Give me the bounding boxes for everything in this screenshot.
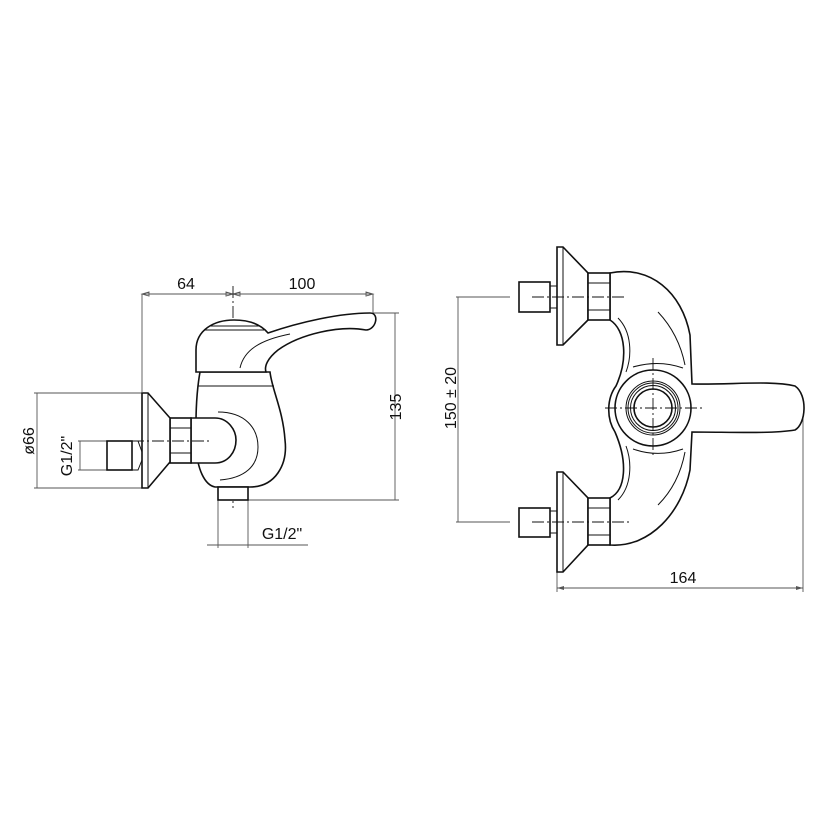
dim-label-outlet-thread: G1/2"	[262, 526, 302, 543]
dim-label-o66: ø66	[21, 427, 38, 455]
outlet-connector	[217, 486, 249, 501]
dim-64-100	[140, 291, 375, 392]
inlet-pipe-stub	[106, 440, 133, 471]
mixer-body-top	[607, 270, 805, 546]
dim-outlet-thread	[207, 500, 308, 548]
dim-label-inlet-thread: G1/2"	[59, 436, 76, 476]
bottom-inlet	[518, 471, 632, 573]
dim-label-150: 150 ± 20	[443, 367, 460, 429]
top-inlet	[518, 246, 624, 346]
inlet-nut	[169, 417, 192, 464]
inlet-elbow	[190, 417, 237, 464]
dim-o66	[34, 392, 142, 489]
dim-135	[248, 312, 399, 501]
dim-label-100: 100	[289, 276, 316, 293]
dim-label-64: 64	[177, 276, 195, 293]
side-view: 64 100 135 ø66 G1/2"	[21, 276, 405, 548]
lever-handle	[195, 312, 377, 373]
dim-label-135: 135	[388, 394, 405, 421]
wall-flange	[141, 392, 171, 489]
dim-164	[556, 415, 804, 592]
dim-label-164: 164	[670, 570, 697, 587]
dim-inlet-thread	[78, 440, 107, 471]
dim-150	[456, 296, 510, 523]
top-view: 150 ± 20 164	[443, 246, 805, 592]
